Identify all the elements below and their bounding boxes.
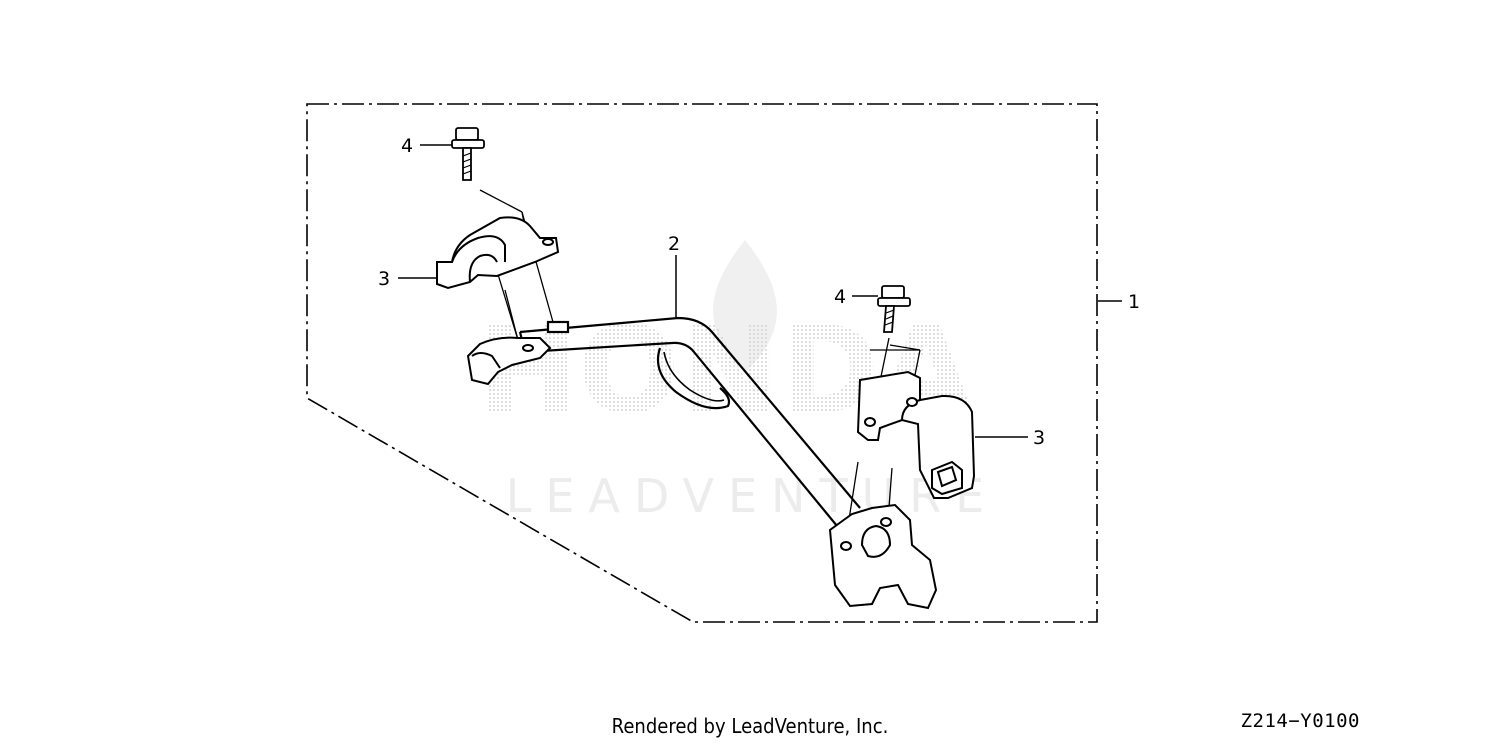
holder-right-lower [828,503,938,610]
diagram-code: Z214−Y0100 [1240,710,1360,732]
callout-1: 1 [1128,291,1140,313]
assembly-boundary [306,103,1098,623]
holder-left-lower [466,336,552,386]
holder-right-upper [856,370,976,499]
callout-4-right: 4 [834,286,846,308]
honda-flame-logo [713,240,777,372]
callout-2: 2 [668,233,680,255]
footer-credit: Rendered by LeadVenture, Inc. [611,714,889,738]
callout-3-right: 3 [1033,427,1045,449]
callout-4-left: 4 [401,135,413,157]
bolt-right [877,285,911,333]
bolt-left [451,127,485,181]
holder-left-upper [436,216,560,290]
callout-3-left: 3 [378,268,390,290]
